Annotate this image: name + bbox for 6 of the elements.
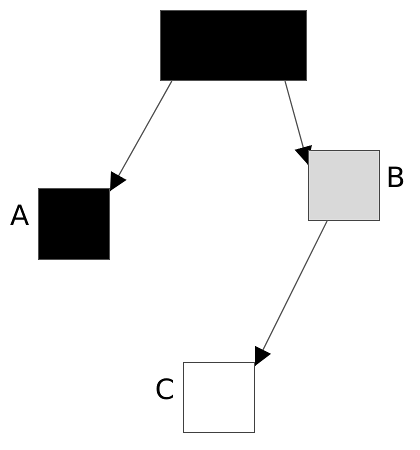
arrow [284,80,312,165]
arrow [254,220,328,366]
node-letter: B [386,162,406,194]
node-letter: C [155,374,175,406]
arrow [109,80,172,192]
node-letter: A [10,200,30,232]
